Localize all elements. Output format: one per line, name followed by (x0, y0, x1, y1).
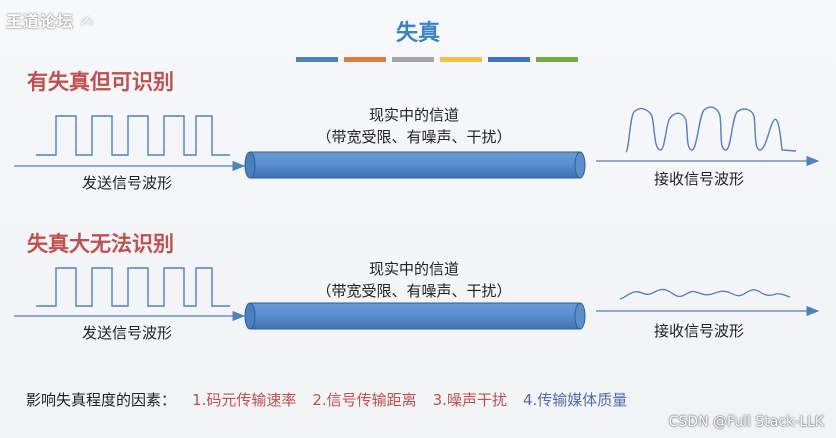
watermark-logo: 王道论坛 ✍ (6, 8, 94, 32)
receive-waveform-label: 接收信号波形 (654, 170, 745, 188)
receive-distorted-wave (619, 288, 791, 300)
send-waveform-label: 发送信号波形 (82, 324, 173, 342)
channel-constraints: （带宽受限、有噪声、干扰） (316, 282, 512, 300)
slide-title: 失真 (395, 21, 440, 46)
color-bar (392, 57, 434, 62)
title-color-bars (296, 57, 578, 62)
send-square-wave (36, 267, 230, 307)
color-bar (344, 57, 386, 62)
color-bar (536, 57, 578, 62)
channel-description: 现实中的信道 （带宽受限、有噪声、干扰） (244, 104, 584, 148)
send-square-wave (36, 115, 230, 156)
send-waveform-label: 发送信号波形 (82, 174, 173, 192)
distortion-factors: 影响失真程度的因素： 1.码元传输速率 2.信号传输距离 3.噪声干扰 4.传输媒体质量 (26, 389, 627, 410)
factor-item: 4.传输媒体质量 (522, 391, 628, 409)
factor-item: 2.信号传输距离 (312, 391, 417, 409)
receive-waveform-label: 接收信号波形 (654, 322, 745, 340)
receive-distorted-wave (625, 106, 797, 153)
factor-item: 3.噪声干扰 (432, 391, 507, 409)
factors-prefix: 影响失真程度的因素： (26, 391, 177, 409)
factor-item: 1.码元传输速率 (192, 391, 297, 409)
section-heading: 有失真但可识别 (27, 70, 174, 94)
color-bar (296, 57, 338, 62)
color-bar (440, 57, 482, 62)
channel-tube (244, 302, 586, 330)
watermark-brand: 王道论坛 (6, 12, 75, 31)
channel-tube (244, 151, 586, 179)
channel-title: 现实中的信道 (368, 106, 459, 124)
credit-watermark: CSDN @Full Stack-LLK (668, 414, 824, 430)
section-heading: 失真大无法识别 (27, 232, 174, 256)
channel-description: 现实中的信道 （带宽受限、有噪声、干扰） (244, 258, 584, 302)
channel-constraints: （带宽受限、有噪声、干扰） (316, 128, 512, 146)
color-bar (488, 57, 530, 62)
watermark-signature: ✍ (80, 12, 95, 31)
channel-title: 现实中的信道 (368, 260, 459, 278)
